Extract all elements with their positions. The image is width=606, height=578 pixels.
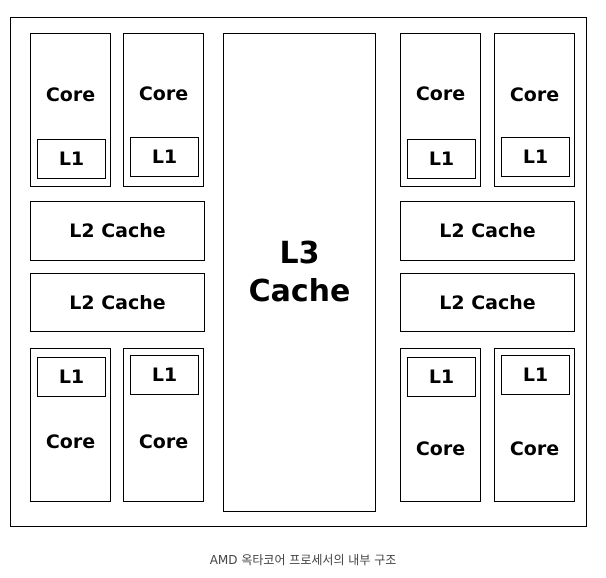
l1-cache: L1 xyxy=(501,355,570,395)
core-top-left-1: Core L1 xyxy=(30,33,111,187)
l1-cache: L1 xyxy=(407,357,476,397)
core-bottom-right-2: L1 Core xyxy=(494,348,575,502)
core-bottom-left-1: L1 Core xyxy=(30,348,111,502)
core-label: Core xyxy=(415,438,466,460)
l3-label-line2: Cache xyxy=(248,273,351,309)
l1-cache: L1 xyxy=(130,355,199,395)
l2-cache-left-2: L2 Cache xyxy=(30,273,205,332)
core-label: Core xyxy=(415,83,466,105)
core-bottom-right-1: L1 Core xyxy=(400,348,481,502)
core-top-right-2: Core L1 xyxy=(494,33,575,187)
core-top-left-2: Core L1 xyxy=(123,33,204,187)
l1-cache: L1 xyxy=(37,357,106,397)
l1-cache: L1 xyxy=(501,137,570,177)
core-label: Core xyxy=(509,84,560,106)
figure-caption: AMD 옥타코어 프로세서의 내부 구조 xyxy=(209,553,397,567)
l2-cache-left-1: L2 Cache xyxy=(30,201,205,261)
l1-cache: L1 xyxy=(407,139,476,179)
core-label: Core xyxy=(138,431,189,453)
l3-label-line1: L3 xyxy=(279,235,320,271)
l3-cache: L3 Cache xyxy=(223,33,376,512)
l1-cache: L1 xyxy=(130,137,199,177)
l1-cache: L1 xyxy=(37,139,106,179)
core-label: Core xyxy=(45,84,96,106)
core-label: Core xyxy=(138,83,189,105)
core-top-right-1: Core L1 xyxy=(400,33,481,187)
core-label: Core xyxy=(509,438,560,460)
processor-die xyxy=(10,17,587,527)
core-label: Core xyxy=(45,431,96,453)
l2-cache-right-1: L2 Cache xyxy=(400,201,575,261)
l2-cache-right-2: L2 Cache xyxy=(400,273,575,332)
core-bottom-left-2: L1 Core xyxy=(123,348,204,502)
